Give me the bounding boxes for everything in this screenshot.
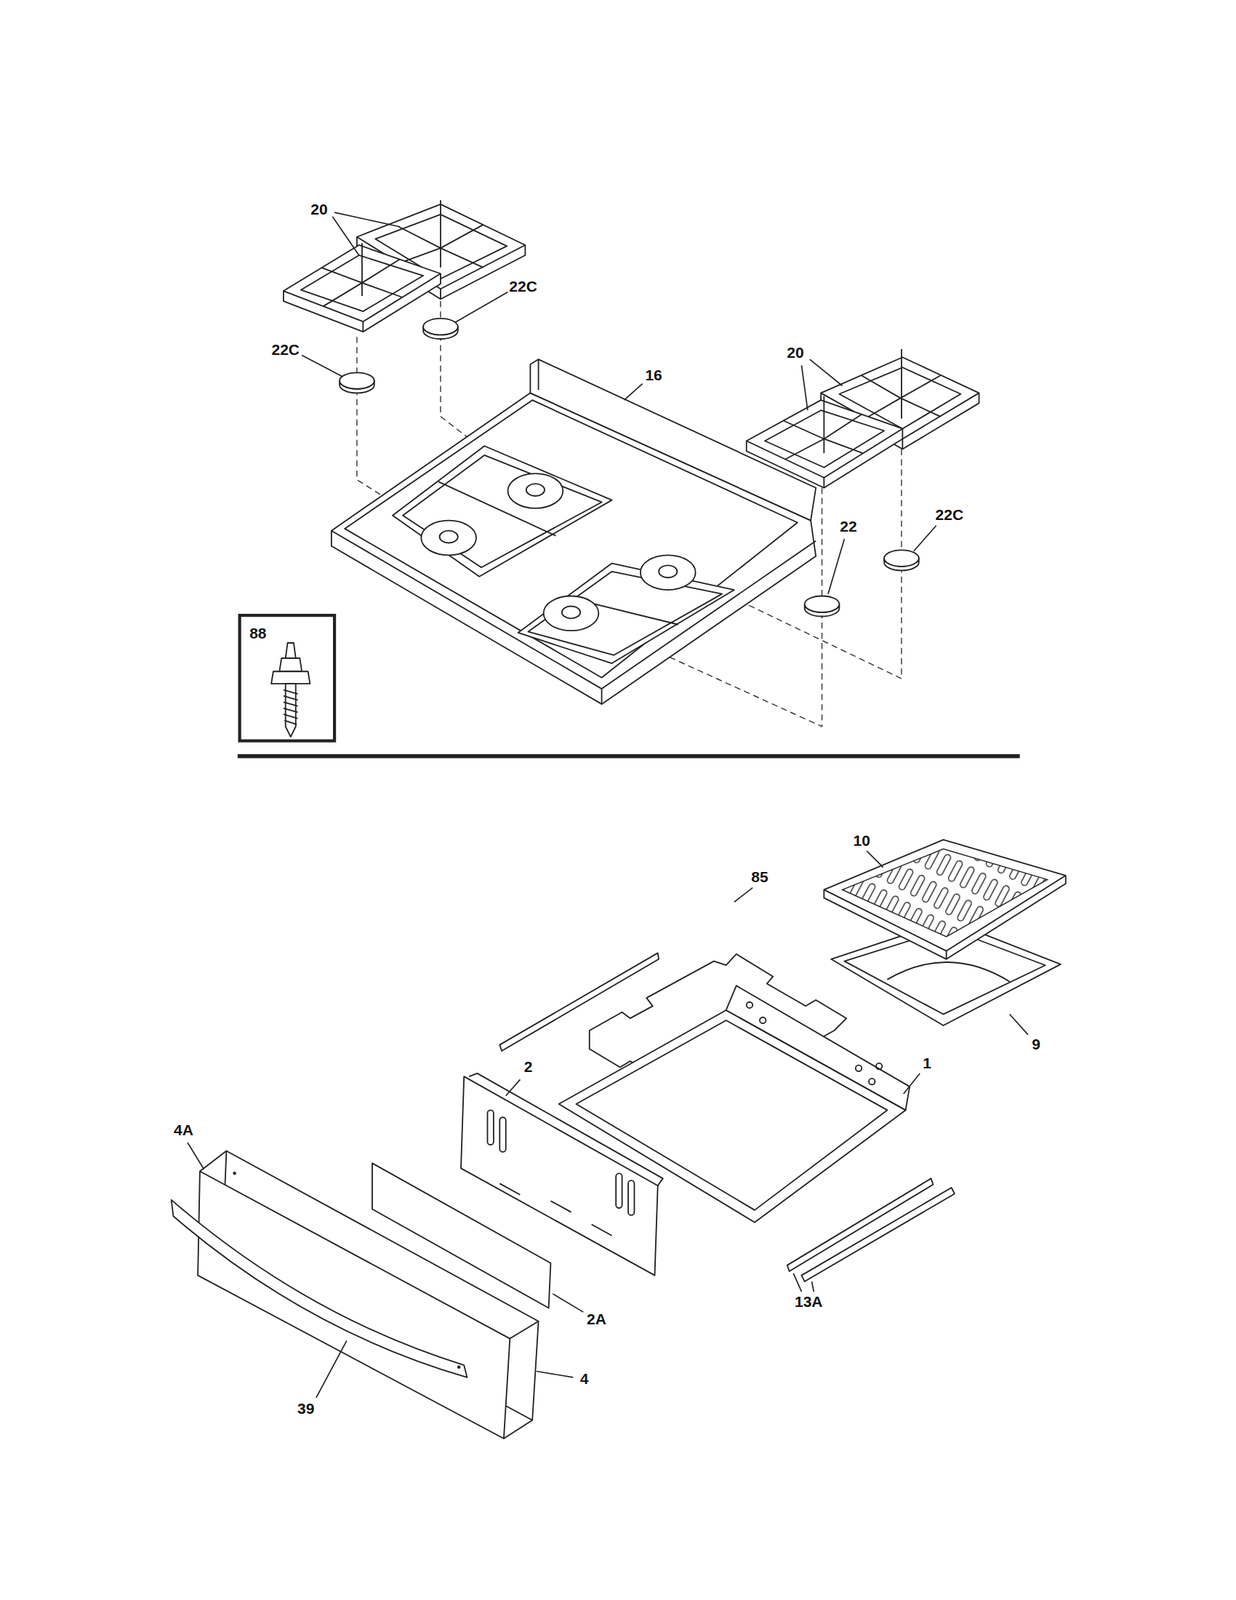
burner-grates (283, 199, 980, 488)
callout-number: 2 (522, 1058, 535, 1076)
drawer-front (171, 1150, 539, 1439)
callout-number: 22C (934, 506, 966, 524)
callout-number: 16 (643, 367, 664, 384)
leader-lines (301, 212, 936, 595)
cooktop (331, 359, 816, 704)
separator-line (237, 753, 1021, 759)
callout-number: 2A (585, 1310, 608, 1327)
callout-number: 13A (793, 1292, 825, 1310)
callout-number: 20 (309, 200, 329, 218)
callout-number: 39 (295, 1399, 316, 1417)
callout-number: 22C (507, 278, 539, 296)
callout-number: 4A (172, 1121, 195, 1139)
callout-number: 20 (785, 344, 805, 362)
leader-lines (187, 850, 1029, 1398)
callout-number: 1 (921, 1054, 933, 1071)
callout-number: 22C (269, 341, 302, 359)
callout-number: 9 (1030, 1036, 1042, 1053)
broiler-pan (823, 839, 1066, 1026)
callout-number: 22 (838, 517, 858, 535)
callout-number: 10 (852, 831, 872, 849)
callout-number: 85 (749, 868, 770, 886)
burner-caps (339, 318, 920, 617)
callout-number: 88 (247, 624, 268, 642)
drawer-rails (499, 952, 955, 1282)
callout-number: 4 (578, 1370, 591, 1388)
screw-inset (239, 615, 335, 741)
